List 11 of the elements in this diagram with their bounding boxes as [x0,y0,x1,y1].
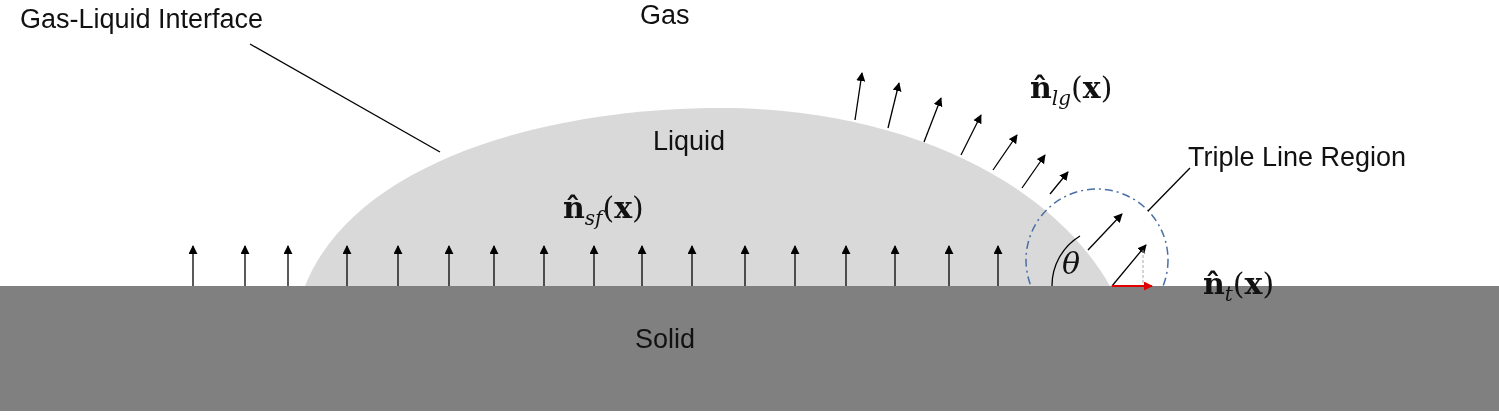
region-label: Liquid [653,126,726,157]
region-label: Gas [640,0,690,31]
text-label: Gas-Liquid Interface [20,4,264,35]
text-label: Triple Line Region [1188,142,1407,173]
region-label: Solid [635,324,696,355]
leader-line [1147,167,1191,212]
angle-label: θ [1062,246,1081,281]
math-label: n̂$_{sf}$(x) [563,190,644,230]
math-label: n̂$_{t}$(x) [1203,266,1275,306]
leader-line [249,43,441,153]
math-label: n̂$_{lg}$(x) [1030,70,1113,110]
